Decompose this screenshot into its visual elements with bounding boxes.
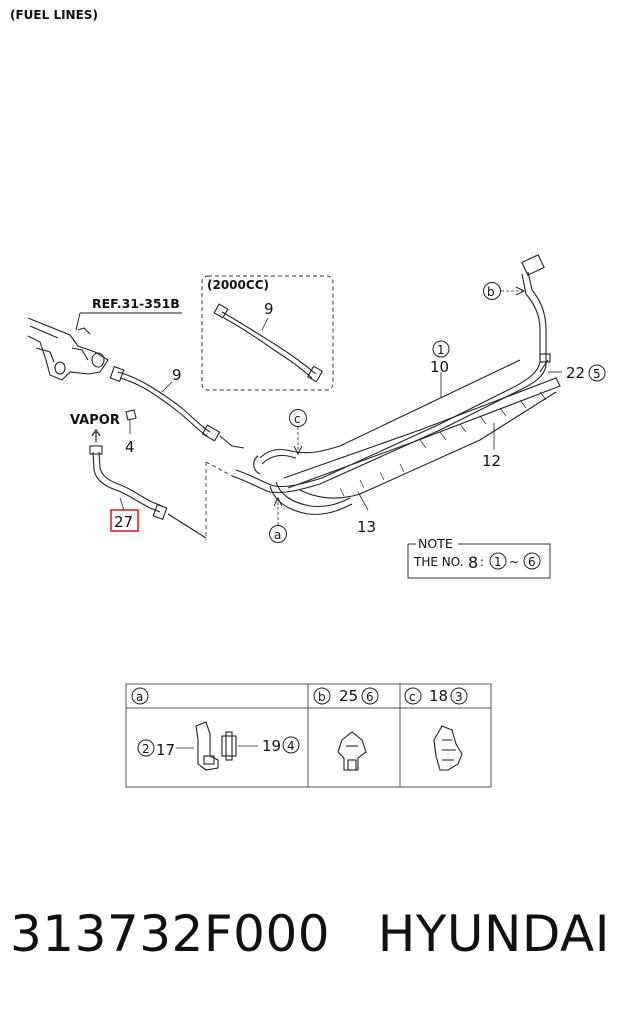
legend-a-num2: 19 — [262, 737, 281, 755]
legend-table: a 2 17 19 4 b 25 6 c 18 3 — [125, 683, 492, 788]
vapor-hose-27 — [89, 445, 207, 539]
marker-b: b — [487, 285, 495, 299]
legend-b-num: 25 — [339, 687, 358, 705]
vapor-label: VAPOR — [70, 413, 120, 428]
clip-19-icon — [221, 731, 237, 761]
hose-9 — [109, 365, 245, 449]
fuel-line-12 — [283, 353, 561, 499]
legend-a-ref2: 4 — [287, 739, 295, 753]
legend-b-letter: b — [318, 690, 326, 704]
marker-a: a — [274, 528, 281, 542]
brand-name: HYUNDAI — [377, 905, 610, 963]
part-number: 313732F000 — [10, 905, 331, 963]
legend-a-ref1: 2 — [142, 742, 150, 756]
footer: 313732F000 HYUNDAI — [10, 905, 610, 963]
variant-inset-box — [201, 275, 334, 391]
fuel-rail-component — [27, 317, 109, 381]
legend-a-num1: 17 — [156, 741, 175, 759]
fuel-line-10 — [231, 254, 547, 494]
callout-12: 12 — [482, 452, 501, 470]
bracket-17-icon — [195, 721, 219, 771]
legend-b-ref: 6 — [366, 690, 374, 704]
note-from: 1 — [494, 555, 502, 569]
clip-25-icon — [337, 731, 367, 771]
clip-18-icon — [433, 725, 463, 771]
diagram-title: (FUEL LINES) — [10, 8, 98, 22]
legend-c-ref: 3 — [455, 690, 463, 704]
callout-5: 5 — [593, 367, 601, 381]
clip-strip-ticks — [339, 391, 547, 497]
callout-9-inset: 9 — [264, 300, 274, 318]
callout-13: 13 — [357, 518, 376, 536]
note-number: 8 — [468, 553, 478, 572]
note-box: NOTE THE NO. 8 : 1 ~ 6 — [407, 536, 551, 579]
legend-c-letter: c — [409, 690, 416, 704]
fuel-line-13 — [269, 481, 353, 515]
variant-label: (2000CC) — [207, 278, 269, 292]
callout-10: 10 — [430, 358, 449, 376]
callout-27-highlight-box — [110, 509, 139, 532]
callout-27: 27 — [114, 513, 133, 531]
inset-hose — [213, 303, 324, 383]
callout-9: 9 — [172, 366, 182, 384]
legend-c-num: 18 — [429, 687, 448, 705]
callout-1: 1 — [437, 343, 445, 357]
bolt-4 — [125, 409, 137, 421]
callout-4: 4 — [125, 438, 135, 456]
note-colon: : — [480, 555, 484, 569]
marker-c: c — [294, 412, 301, 426]
note-tilde: ~ — [509, 555, 519, 569]
legend-a-letter: a — [136, 690, 143, 704]
note-prefix: THE NO. — [413, 555, 464, 569]
callout-22: 22 — [566, 364, 585, 382]
note-header: NOTE — [418, 536, 453, 551]
ref-label: REF.31-351B — [92, 296, 180, 311]
vapor-arrow — [91, 428, 101, 442]
note-to: 6 — [528, 555, 536, 569]
